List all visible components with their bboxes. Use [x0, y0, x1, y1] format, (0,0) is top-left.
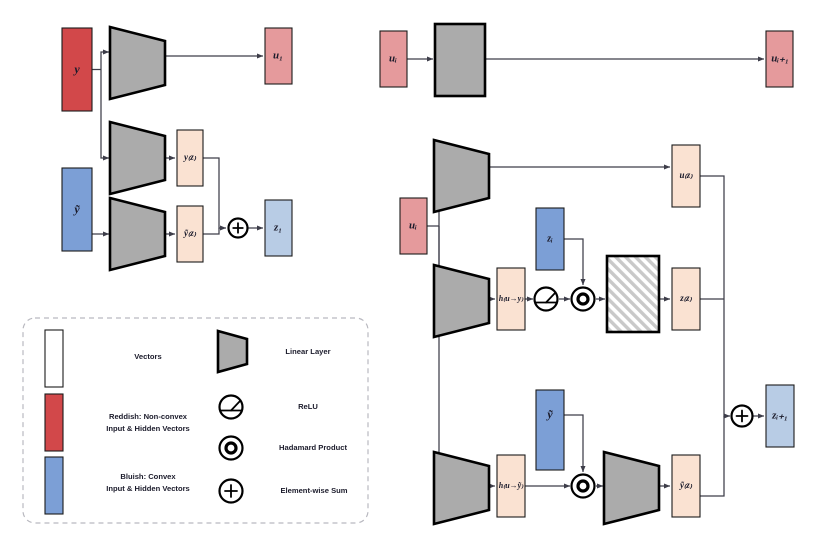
vector-ytilde-big — [535, 389, 565, 471]
left-panel-wires — [92, 49, 264, 237]
wire-ytildez-to-sum — [203, 228, 220, 235]
linear-layer-R2 — [432, 263, 491, 339]
operator-relu — [533, 286, 559, 312]
label-y: y — [72, 62, 80, 76]
wire-y-to-L2 — [100, 69, 110, 161]
label-ytilde-z: ỹ₍z₎ — [183, 228, 197, 238]
linear-layer-L3 — [108, 196, 167, 272]
label-u1: u₁ — [273, 50, 283, 62]
legend-label-reddish-line2: Input & Hidden Vectors — [106, 424, 190, 433]
wire-ytildez-to-sum2 — [700, 416, 725, 497]
label-ytilde: ỹ — [72, 202, 80, 216]
hatched-layer — [605, 254, 661, 334]
label-ui-plus-1: uᵢ₊₁ — [771, 53, 789, 65]
linear-layer-L1 — [108, 25, 167, 101]
label-z1: z₁ — [273, 222, 282, 234]
legend-label-bluish-line2: Input & Hidden Vectors — [106, 484, 190, 493]
operator-element-wise-sum-right — [730, 404, 754, 428]
wire-y-to-L1 — [100, 49, 110, 70]
legend-label-linear-layer: Linear Layer — [285, 347, 330, 356]
label-h-u-ytilde: h₍u→ỹ₎ — [499, 481, 524, 490]
operator-hadamard-product-1 — [570, 286, 596, 312]
label-zi: zᵢ — [546, 233, 553, 244]
legend-label-vectors: Vectors — [134, 352, 161, 361]
wire-zi-to-hadamard — [564, 238, 586, 286]
wire-yz-to-sum — [203, 157, 227, 231]
linear-layer-R1 — [432, 138, 491, 214]
legend-swatch-linear-layer — [216, 329, 249, 374]
vector-ytilde-z — [176, 205, 204, 263]
label-z-z: z₍z₎ — [679, 293, 692, 303]
linear-layer-top-rect — [433, 22, 487, 98]
vector-ytilde — [61, 167, 93, 252]
label-zi-plus-1: zᵢ₊₁ — [771, 410, 788, 422]
vector-ui-plus-1 — [765, 30, 794, 88]
legend-label-sum: Element-wise Sum — [280, 486, 347, 495]
vector-u-z — [671, 144, 701, 208]
legend-swatch-sum-icon — [218, 478, 244, 504]
label-ytilde-big: ỹ — [545, 407, 553, 421]
vector-ytilde-z-right — [671, 454, 701, 518]
wire-uz-to-sum2 — [700, 175, 731, 419]
legend-swatch-vector-red — [44, 393, 64, 452]
vector-ui-mid — [399, 197, 428, 255]
label-ui-mid: uᵢ — [409, 220, 417, 232]
label-u-z: u₍z₎ — [680, 170, 694, 180]
label-ui-top: uᵢ — [389, 53, 397, 65]
wire-ytilde-to-hadamard2 — [564, 414, 586, 473]
operator-hadamard-product-2 — [570, 473, 596, 499]
legend-label-relu: ReLU — [298, 402, 318, 411]
legend-swatch-vector-white — [44, 329, 64, 388]
legend-label-hadamard: Hadamard Product — [279, 443, 347, 452]
vector-h-u-ytilde — [496, 454, 526, 518]
vector-ui-top — [379, 30, 408, 88]
legend-label-reddish-line1: Reddish: Non-convex — [109, 412, 188, 421]
linear-layer-L2 — [108, 120, 167, 196]
linear-layer-R4 — [602, 450, 661, 526]
vector-zi — [535, 207, 565, 271]
left-panel-shapes: y ỹ u₁ y₍z₎ ỹ₍z₎ z₁ — [61, 25, 293, 272]
legend-swatch-hadamard-icon — [218, 435, 244, 461]
legend-swatch-vector-blue — [44, 456, 64, 515]
right-panel-shapes: uᵢ uᵢ₊₁ uᵢ u₍z₎ h₍u→y₎ zᵢ z₍z₎ h₍u→ỹ₎ ỹ … — [379, 22, 795, 526]
vector-y — [61, 27, 93, 112]
label-ytilde-z-right: ỹ₍z₎ — [679, 480, 693, 490]
legend-label-bluish-line1: Bluish: Convex — [120, 472, 176, 481]
vector-z1 — [264, 199, 293, 257]
vector-z-z — [671, 267, 701, 331]
operator-element-wise-sum-left — [227, 217, 249, 239]
linear-layer-R3 — [432, 450, 491, 526]
label-h-u-y: h₍u→y₎ — [499, 294, 524, 303]
vector-h-u-y — [496, 267, 526, 331]
label-y-z: y₍z₎ — [183, 152, 197, 162]
vector-y-z — [176, 129, 204, 187]
vector-u1 — [264, 27, 293, 85]
vector-zi-plus-1 — [765, 384, 795, 448]
legend-panel: Vectors Reddish: Non-convex Input & Hidd… — [22, 317, 369, 524]
legend-swatch-relu-icon — [218, 394, 244, 420]
